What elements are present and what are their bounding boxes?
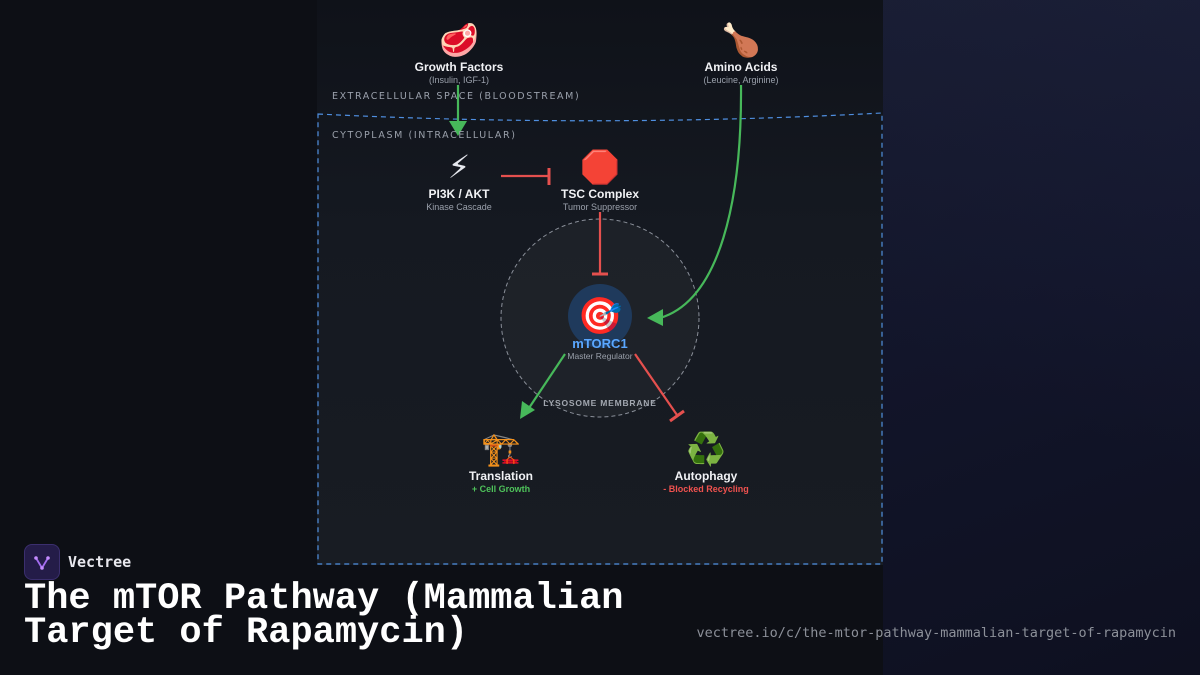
autophagy-subtitle: - Blocked Recycling (663, 484, 749, 494)
arrowhead-growth-to-pi3k (449, 121, 467, 136)
arrowhead-mtorc1-to-translation (520, 401, 535, 419)
poultry-leg-icon: 🍗 (721, 22, 761, 58)
pi3k-akt-title: PI3K / AKT (428, 187, 490, 201)
recycle-icon: ♻️ (686, 431, 726, 467)
mtorc1-disc: 🎯 (568, 284, 632, 348)
cytoplasm-boundary (317, 112, 883, 565)
lysosome-label: LYSOSOME MEMBRANE (543, 398, 657, 408)
node-amino-acids: 🍗 Amino Acids (Leucine, Arginine) (661, 22, 821, 85)
mtorc1-title: mTORC1 (572, 336, 628, 351)
arrow-mtorc1-to-translation (528, 353, 566, 409)
stop-sign-icon: 🛑 (580, 149, 620, 185)
cytoplasm-label: CYTOPLASM (INTRACELLULAR) (332, 130, 517, 141)
node-pi3k-akt: ⚡ PI3K / AKT Kinase Cascade (379, 149, 539, 212)
node-tsc-complex: 🛑 TSC Complex Tumor Suppressor (520, 149, 680, 212)
inhibit-bar-mtorc1-to-autophagy (669, 409, 685, 423)
node-mtorc1: 🎯 mTORC1 Master Regulator (530, 284, 670, 361)
node-translation: 🏗️ Translation + Cell Growth (421, 431, 581, 494)
node-autophagy: ♻️ Autophagy - Blocked Recycling (626, 431, 786, 494)
meat-icon: 🥩 (439, 22, 479, 58)
translation-title: Translation (468, 469, 533, 483)
page-url[interactable]: vectree.io/c/the-mtor-pathway-mammalian-… (696, 625, 1176, 641)
autophagy-title: Autophagy (674, 469, 738, 483)
brand[interactable]: Vectree (24, 544, 131, 580)
extracellular-label: EXTRACELLULAR SPACE (BLOODSTREAM) (332, 91, 581, 102)
amino-acids-title: Amino Acids (704, 60, 778, 74)
inhibit-mtorc1-to-autophagy (634, 353, 678, 416)
arrowhead-amino-to-mtorc1 (647, 309, 663, 326)
lightning-icon: ⚡ (447, 149, 471, 185)
translation-subtitle: + Cell Growth (471, 484, 531, 494)
growth-factors-title: Growth Factors (414, 60, 504, 74)
diagram-canvas (317, 0, 883, 565)
brand-name: Vectree (68, 553, 132, 571)
pi3k-akt-subtitle: Kinase Cascade (426, 202, 492, 212)
vectree-logo-icon (24, 544, 60, 580)
background-panel (883, 0, 1200, 675)
crane-icon: 🏗️ (481, 431, 521, 467)
mtorc1-subtitle: Master Regulator (567, 351, 633, 361)
target-icon: 🎯 (577, 295, 623, 336)
tsc-complex-subtitle: Tumor Suppressor (562, 202, 638, 212)
amino-acids-subtitle: (Leucine, Arginine) (703, 75, 779, 85)
node-growth-factors: 🥩 Growth Factors (Insulin, IGF-1) (379, 22, 539, 85)
growth-factors-subtitle: (Insulin, IGF-1) (428, 75, 489, 85)
arrow-amino-to-mtorc1 (659, 84, 743, 320)
tsc-complex-title: TSC Complex (560, 187, 639, 201)
page-title: The mTOR Pathway (Mammalian Target of Ra… (24, 578, 624, 654)
